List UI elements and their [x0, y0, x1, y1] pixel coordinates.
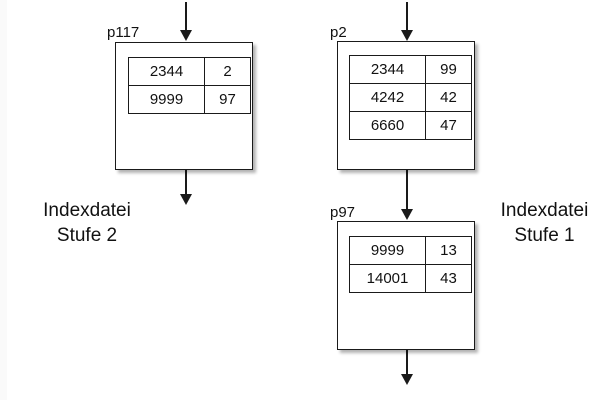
index-pointer-cell: 97	[204, 85, 251, 114]
index-table-p97: 9999 13 14001 43	[349, 236, 472, 293]
index-key-cell: 9999	[349, 236, 426, 265]
arrow-head	[180, 30, 192, 41]
page-label-p97: p97	[330, 204, 356, 221]
index-key-cell: 4242	[349, 83, 426, 112]
table-row[interactable]: 9999 13	[349, 236, 472, 265]
caption-left-line1: Indexdatei	[43, 200, 131, 221]
caption-left: Indexdatei Stufe 2	[12, 198, 162, 248]
index-pointer-cell: 99	[425, 55, 472, 84]
index-key-cell: 9999	[128, 85, 205, 114]
arrow-line	[406, 350, 408, 376]
table-row[interactable]: 2344 99	[349, 55, 472, 84]
caption-left-line2: Stufe 2	[56, 225, 118, 246]
index-table-p117: 2344 2 9999 97	[128, 57, 251, 114]
arrow-head	[401, 374, 413, 385]
arrow-head	[180, 194, 192, 205]
arrow-head	[401, 30, 413, 41]
page-label-p2: p2	[330, 24, 347, 41]
index-key-cell: 6660	[349, 111, 426, 140]
caption-right-line2: Stufe 1	[514, 225, 575, 246]
table-row[interactable]: 6660 47	[349, 111, 472, 140]
index-pointer-cell: 2	[204, 57, 251, 86]
index-key-cell: 2344	[349, 55, 426, 84]
index-key-cell: 14001	[349, 264, 426, 293]
arrow-head	[401, 209, 413, 220]
arrow-line	[406, 2, 408, 32]
arrow-line	[185, 2, 187, 32]
table-row[interactable]: 14001 43	[349, 264, 472, 293]
index-table-p2: 2344 99 4242 42 6660 47	[349, 55, 472, 140]
index-pointer-cell: 43	[425, 264, 472, 293]
caption-right: Indexdatei Stufe 1	[487, 198, 602, 248]
page-margin-strip	[0, 0, 7, 400]
index-pointer-cell: 42	[425, 83, 472, 112]
table-row[interactable]: 2344 2	[128, 57, 251, 86]
page-label-p117: p117	[107, 24, 140, 41]
index-pointer-cell: 47	[425, 111, 472, 140]
table-row[interactable]: 4242 42	[349, 83, 472, 112]
index-key-cell: 2344	[128, 57, 205, 86]
table-row[interactable]: 9999 97	[128, 85, 251, 114]
caption-right-line1: Indexdatei	[500, 200, 589, 221]
index-pointer-cell: 13	[425, 236, 472, 265]
arrow-line	[406, 170, 408, 212]
arrow-line	[185, 170, 187, 196]
